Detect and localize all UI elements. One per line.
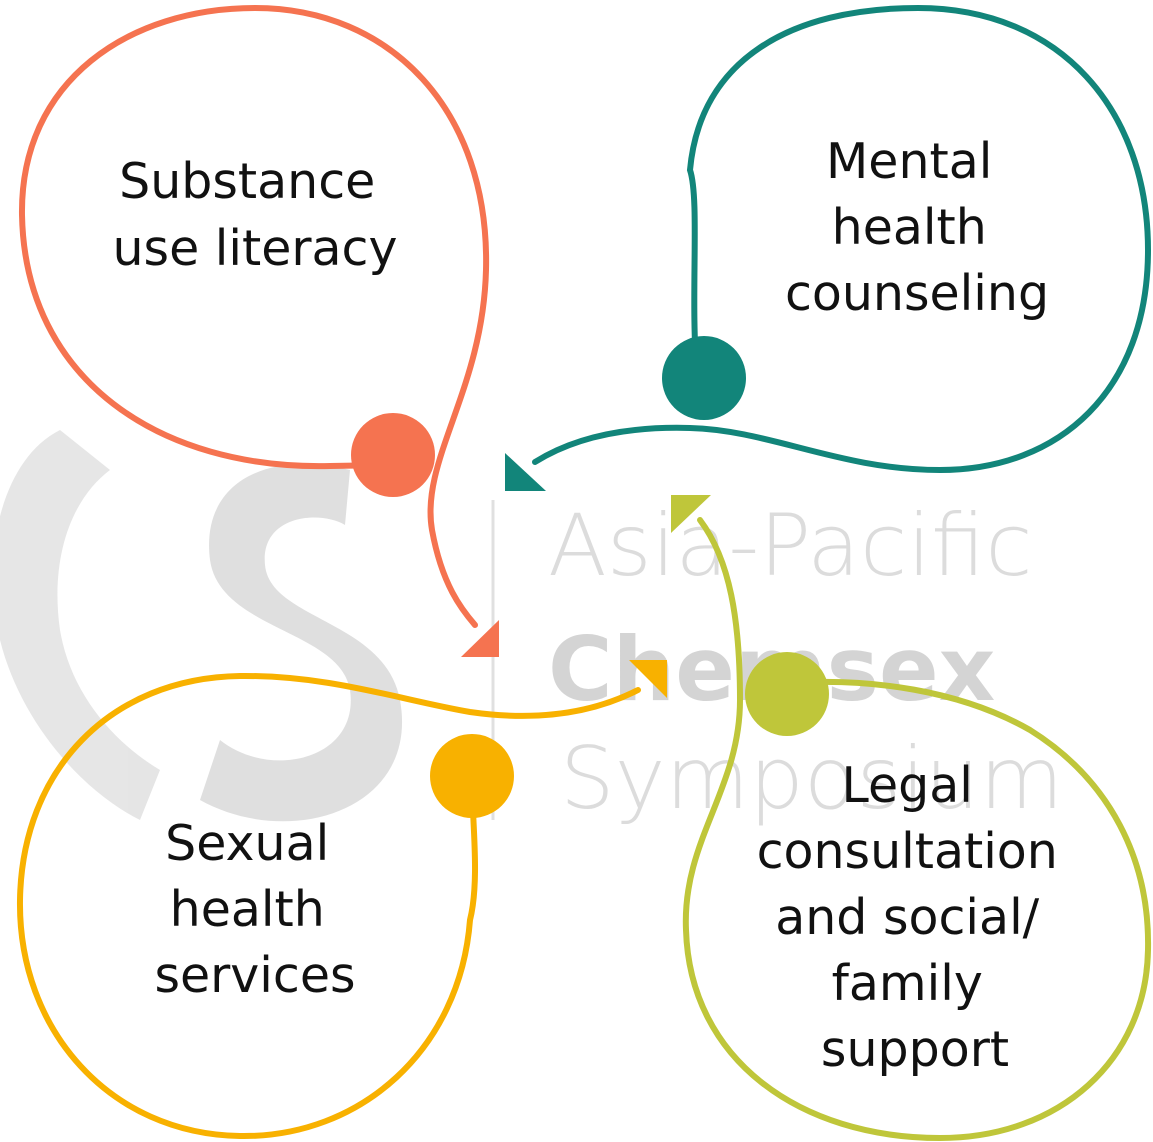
substance-label-line-1: Substance bbox=[119, 153, 375, 210]
mental-arrowhead bbox=[505, 453, 546, 491]
mental-label-line-1: Mental bbox=[826, 133, 992, 190]
sexual-label-line-1: Sexual bbox=[165, 815, 329, 872]
legal-dot bbox=[745, 652, 829, 736]
mental-loop bbox=[532, 4, 1152, 474]
legal-label: Legal consultation and social/ family su… bbox=[757, 757, 1074, 1078]
watermark-logo: Asia-Pacific Chemsex Symposium bbox=[0, 430, 1063, 829]
legal-label-line-4: family bbox=[832, 955, 983, 1012]
watermark-line-1: Asia-Pacific bbox=[548, 496, 1033, 596]
substance-dot bbox=[351, 413, 435, 497]
legal-arrowhead bbox=[671, 495, 711, 533]
substance-label: Substance use literacy bbox=[112, 153, 397, 277]
mental-label-line-3: counseling bbox=[785, 265, 1049, 322]
node-mental: Mental health counseling bbox=[505, 4, 1152, 491]
watermark-c-icon bbox=[0, 430, 160, 820]
watermark-line-3: Symposium bbox=[560, 729, 1063, 829]
watermark-s-icon bbox=[200, 464, 403, 822]
mental-label-line-2: health bbox=[832, 199, 987, 256]
sexual-dot bbox=[430, 734, 514, 818]
sexual-label-line-2: health bbox=[170, 881, 325, 938]
node-legal: Legal consultation and social/ family su… bbox=[671, 495, 1152, 1142]
node-sexual: Sexual health services bbox=[16, 660, 667, 1140]
sexual-label: Sexual health services bbox=[154, 815, 355, 1004]
substance-arrowhead bbox=[461, 620, 499, 657]
sexual-loop bbox=[16, 672, 641, 1140]
legal-loop bbox=[682, 517, 1152, 1142]
sexual-arrowhead bbox=[629, 660, 667, 698]
legal-label-line-3: and social/ bbox=[775, 889, 1039, 946]
node-substance: Substance use literacy bbox=[18, 4, 499, 657]
mental-dot bbox=[662, 336, 746, 420]
mental-label: Mental health counseling bbox=[785, 133, 1049, 322]
legal-label-line-1: Legal bbox=[842, 757, 973, 814]
substance-label-line-2: use literacy bbox=[112, 220, 397, 277]
substance-loop bbox=[18, 4, 490, 628]
sexual-label-line-3: services bbox=[154, 947, 355, 1004]
legal-label-line-5: support bbox=[821, 1021, 1009, 1078]
legal-label-line-2: consultation bbox=[757, 823, 1058, 880]
